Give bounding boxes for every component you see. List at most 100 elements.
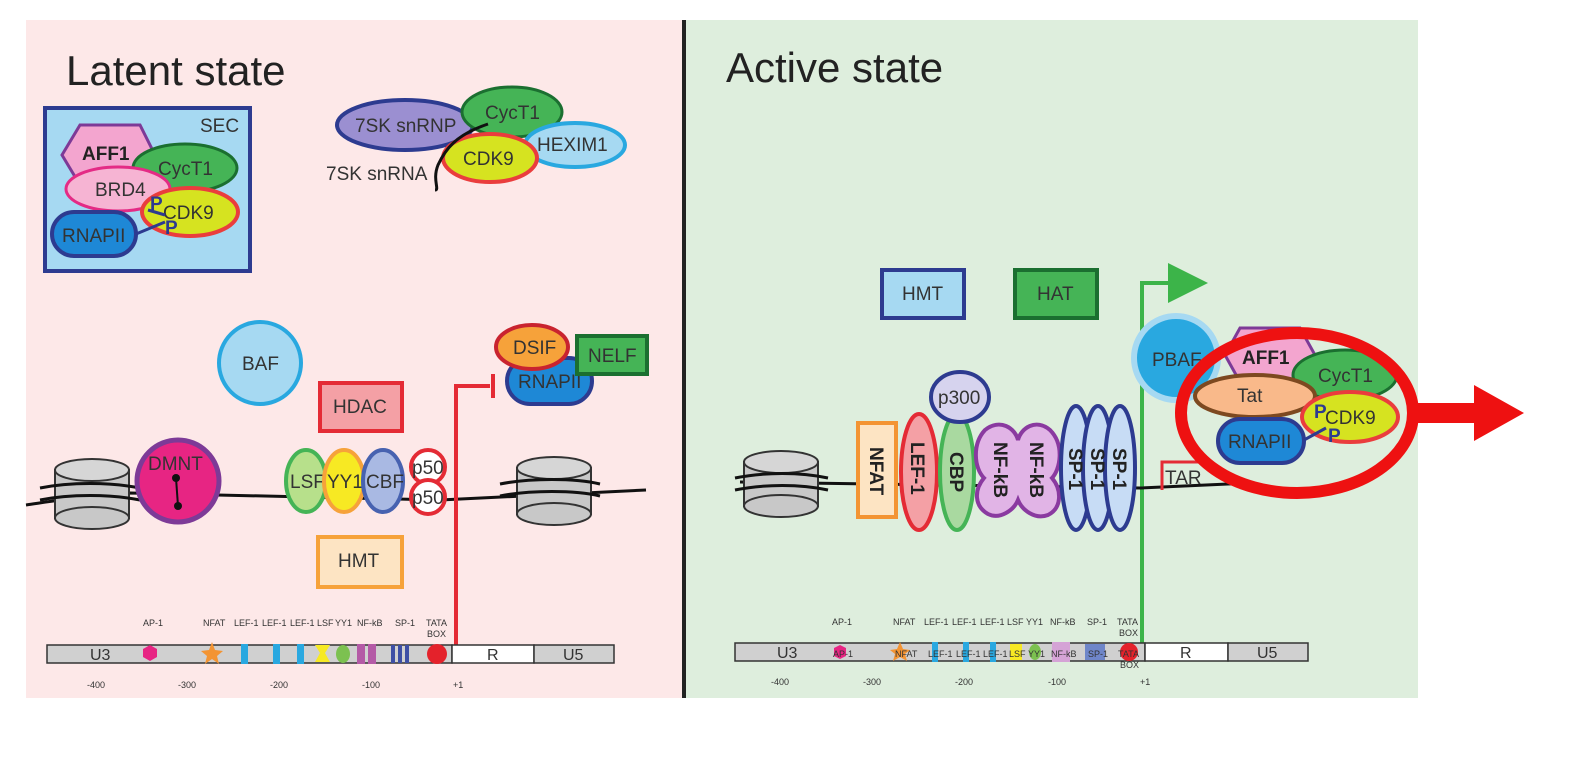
nucleosome-active	[734, 450, 829, 518]
inline-box: BOX	[1120, 660, 1139, 670]
cbf-shape	[361, 448, 405, 514]
site-nfkb-active: NF-kB	[1050, 617, 1076, 627]
ap1-mark	[143, 645, 157, 661]
lef1a-mark	[241, 644, 248, 664]
tick-200-latent: -200	[270, 680, 288, 690]
tick-1-latent: +1	[453, 680, 463, 690]
lef1a-mark-active	[932, 642, 938, 662]
lef1c-mark-active	[990, 642, 996, 662]
ap1-mark-active	[834, 645, 846, 659]
rnapii-active-label: RNAPII	[1228, 432, 1291, 453]
snrnp-label: 7SK snRNP	[355, 116, 456, 137]
site-ap1-latent: AP-1	[143, 618, 163, 628]
active-elongation-complex: AFF1 CycT1 Tat CDK9 RNAPII P P	[1193, 326, 1400, 465]
cyct1-active-label: CycT1	[1318, 366, 1373, 387]
nfkb-mark-1	[357, 644, 365, 664]
rnapii-label: RNAPII	[62, 226, 125, 247]
sec-complex: SEC AFF1 CycT1 BRD4 CDK9 RNAPII P P	[43, 106, 252, 273]
nfkb-mark-2	[368, 644, 376, 664]
yy1-label: YY1	[327, 472, 363, 493]
hdac-shape	[318, 381, 404, 433]
tat-label: Tat	[1237, 386, 1263, 407]
nfat-label: NFAT	[865, 447, 886, 496]
site-lef1a-active: LEF-1	[924, 617, 949, 627]
blocked-transcription-arrow	[454, 384, 490, 648]
site-lsf-active: LSF	[1007, 617, 1024, 627]
dmnt-label: DMNT	[148, 454, 203, 475]
snrnp-complex: 7SK snRNP CycT1 HEXIM1 CDK9 7SK snRNA	[326, 85, 627, 192]
nfkb-shape	[973, 422, 1062, 519]
tick-1-active: +1	[1140, 677, 1150, 687]
site-box-active: BOX	[1119, 628, 1138, 638]
phospho-label-2: P	[165, 218, 178, 239]
site-tata-latent: TATA	[426, 618, 447, 628]
tick-100-active: -100	[1048, 677, 1066, 687]
dsif-label: DSIF	[513, 338, 556, 359]
inline-nfkb: NF-kB	[1051, 649, 1077, 659]
site-lef1a-latent: LEF-1	[234, 618, 259, 628]
phospho-label-1: P	[150, 194, 163, 215]
tata-mark-active	[1120, 643, 1138, 661]
nelf-label: NELF	[588, 346, 637, 367]
p300-label: p300	[938, 388, 980, 409]
inline-lsf: LSF	[1009, 649, 1026, 659]
site-yy1-active: YY1	[1026, 617, 1043, 627]
site-nfkb-latent: NF-kB	[357, 618, 383, 628]
hmt-active-shape	[880, 268, 966, 320]
tata-mark	[427, 644, 447, 664]
inline-lef1b: LEF-1	[956, 649, 981, 659]
hdac-label: HDAC	[333, 397, 387, 418]
tick-200-active: -200	[955, 677, 973, 687]
site-yy1-latent: YY1	[335, 618, 352, 628]
nelf-shape	[575, 334, 649, 376]
sec-label: SEC	[200, 116, 239, 137]
seg-u5-active: U5	[1257, 645, 1278, 662]
cyct1-snrnp-label: CycT1	[485, 103, 540, 124]
tick-300-active: -300	[863, 677, 881, 687]
inline-nfat: NFAT	[895, 649, 918, 659]
sp1-label-1: SP-1	[1064, 448, 1085, 491]
cdk9-label: CDK9	[163, 203, 214, 224]
cdk9-active-label: CDK9	[1325, 408, 1376, 429]
active-title: Active state	[726, 44, 943, 91]
lef1b-mark	[273, 644, 280, 664]
hmt-latent-shape	[316, 535, 404, 589]
aff1-active-label: AFF1	[1242, 348, 1290, 369]
tar-shape	[1160, 460, 1206, 490]
site-lef1b-latent: LEF-1	[262, 618, 287, 628]
hexim1-label: HEXIM1	[537, 135, 608, 156]
site-ap1-active: AP-1	[832, 617, 852, 627]
lef1-label: LEF-1	[906, 442, 927, 495]
p50-bottom-shape	[409, 478, 447, 516]
nfkb-label-1: NF-kB	[989, 442, 1010, 498]
site-tata-active: TATA	[1117, 617, 1138, 627]
sp1-label-3: SP-1	[1108, 448, 1129, 491]
cyct1-label: CycT1	[158, 159, 213, 180]
site-lef1c-latent: LEF-1	[290, 618, 315, 628]
seg-r-active: R	[1180, 645, 1192, 662]
nucleosome-right	[499, 456, 601, 526]
yy1-mark-active	[1029, 644, 1041, 660]
site-nfat-active: NFAT	[893, 617, 916, 627]
lef1-shape	[899, 412, 939, 532]
active-transcription-arrow	[1140, 263, 1208, 648]
lef1c-mark	[297, 644, 304, 664]
hmt-latent-label: HMT	[338, 551, 380, 572]
cbf-label: CBF	[366, 472, 404, 493]
inline-sp1: SP-1	[1088, 649, 1108, 659]
site-lsf-latent: LSF	[317, 618, 334, 628]
baf-shape	[217, 320, 303, 406]
seg-u5-latent: U5	[563, 647, 584, 664]
site-sp1-active: SP-1	[1087, 617, 1107, 627]
aff1-label: AFF1	[82, 144, 130, 165]
lsf-label: LSF	[290, 472, 325, 493]
inline-lef1c: LEF-1	[983, 649, 1008, 659]
cdk9-shape	[140, 186, 240, 238]
site-lef1c-active: LEF-1	[980, 617, 1005, 627]
inline-yy1: YY1	[1028, 649, 1045, 659]
tick-300-latent: -300	[178, 680, 196, 690]
nfkb-label-2: NF-kB	[1025, 442, 1046, 498]
hat-label: HAT	[1037, 284, 1074, 305]
latent-title: Latent state	[66, 47, 286, 94]
highlight-arrow	[1412, 385, 1524, 441]
